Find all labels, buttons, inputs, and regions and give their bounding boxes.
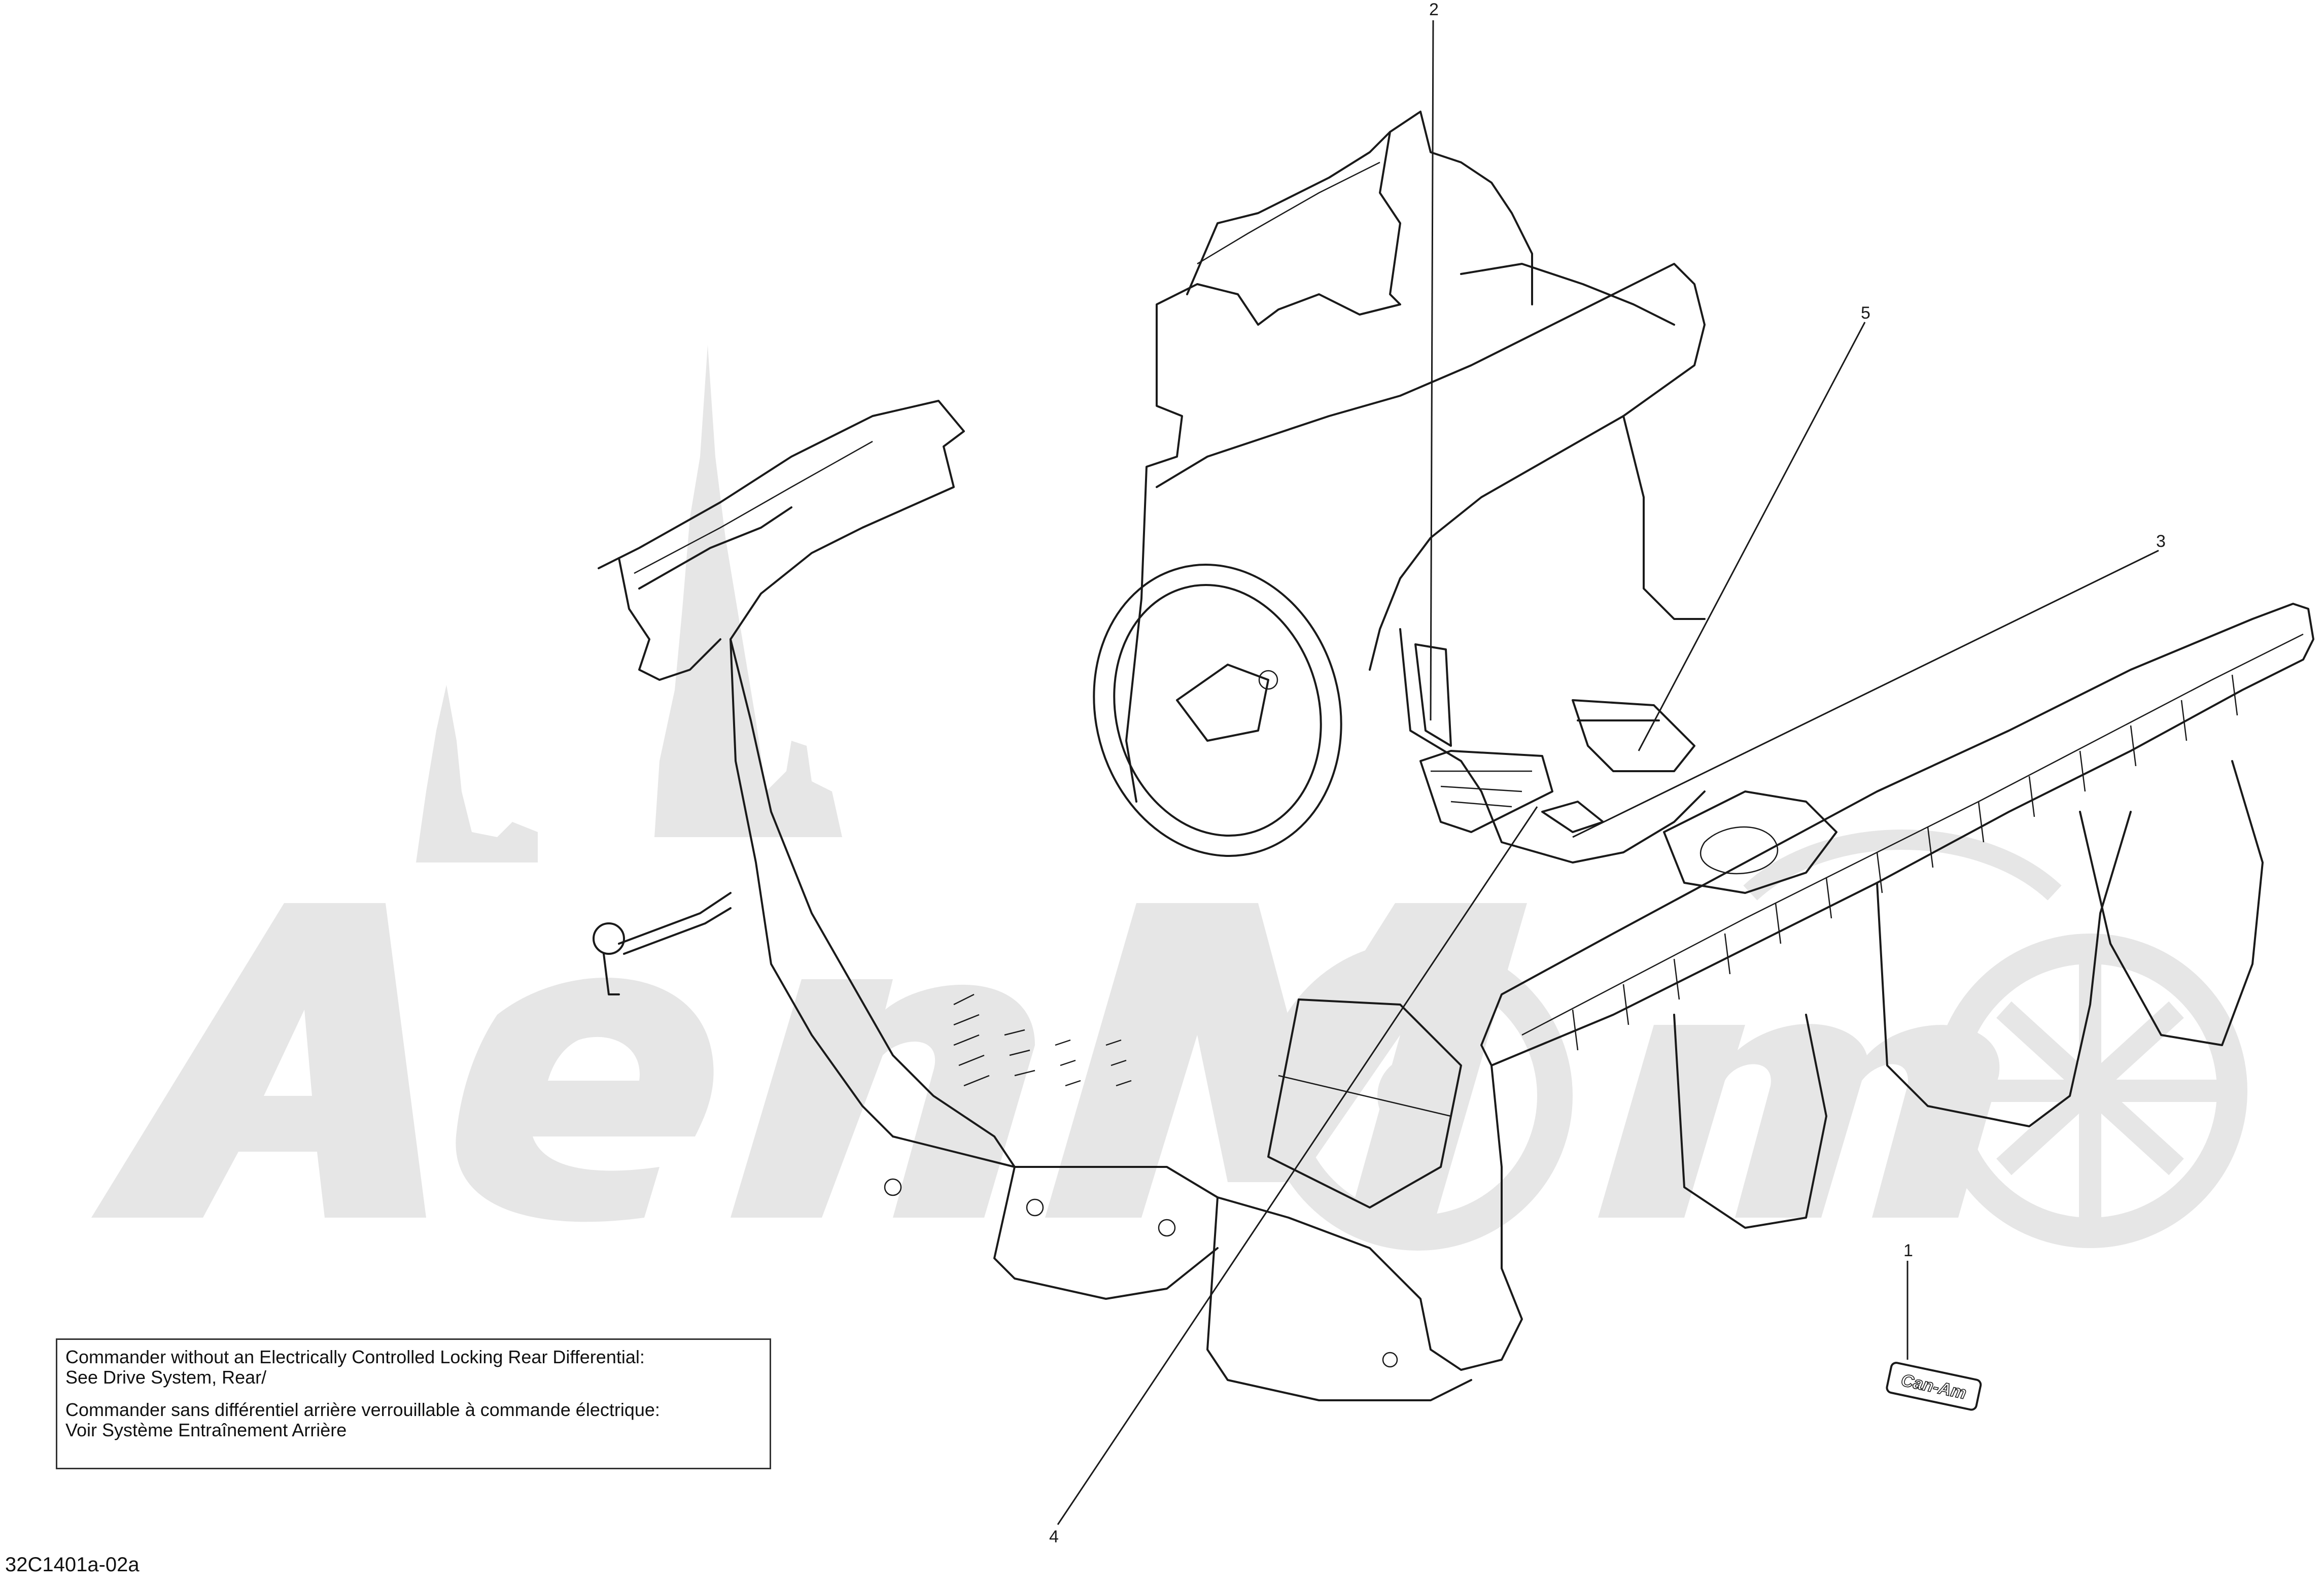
callout-4: 4 xyxy=(1049,1527,1059,1546)
note-box: Commander without an Electrically Contro… xyxy=(56,1338,771,1469)
callout-1: 1 xyxy=(1903,1241,1913,1260)
callout-2: 2 xyxy=(1429,0,1439,19)
reference-code: 32C1401a-02a xyxy=(5,1554,140,1576)
watermark-logo-icon xyxy=(91,345,2247,1251)
note-english-line-2: See Drive System, Rear/ xyxy=(65,1367,267,1388)
note-french-line-2: Voir Système Entraînement Arrière xyxy=(65,1420,347,1440)
callout-3: 3 xyxy=(2156,532,2166,551)
leader-lines xyxy=(1057,20,2159,1525)
callout-5: 5 xyxy=(1861,303,1870,323)
note-french-line-1: Commander sans différentiel arrière verr… xyxy=(65,1399,660,1420)
callout-labels: 1 2 3 4 5 xyxy=(1049,0,2166,1546)
can-am-emblem-icon: Can-Am xyxy=(1886,1362,1982,1411)
note-english-line-1: Commander without an Electrically Contro… xyxy=(65,1347,645,1367)
vehicle-body-drawing xyxy=(593,111,2314,1401)
